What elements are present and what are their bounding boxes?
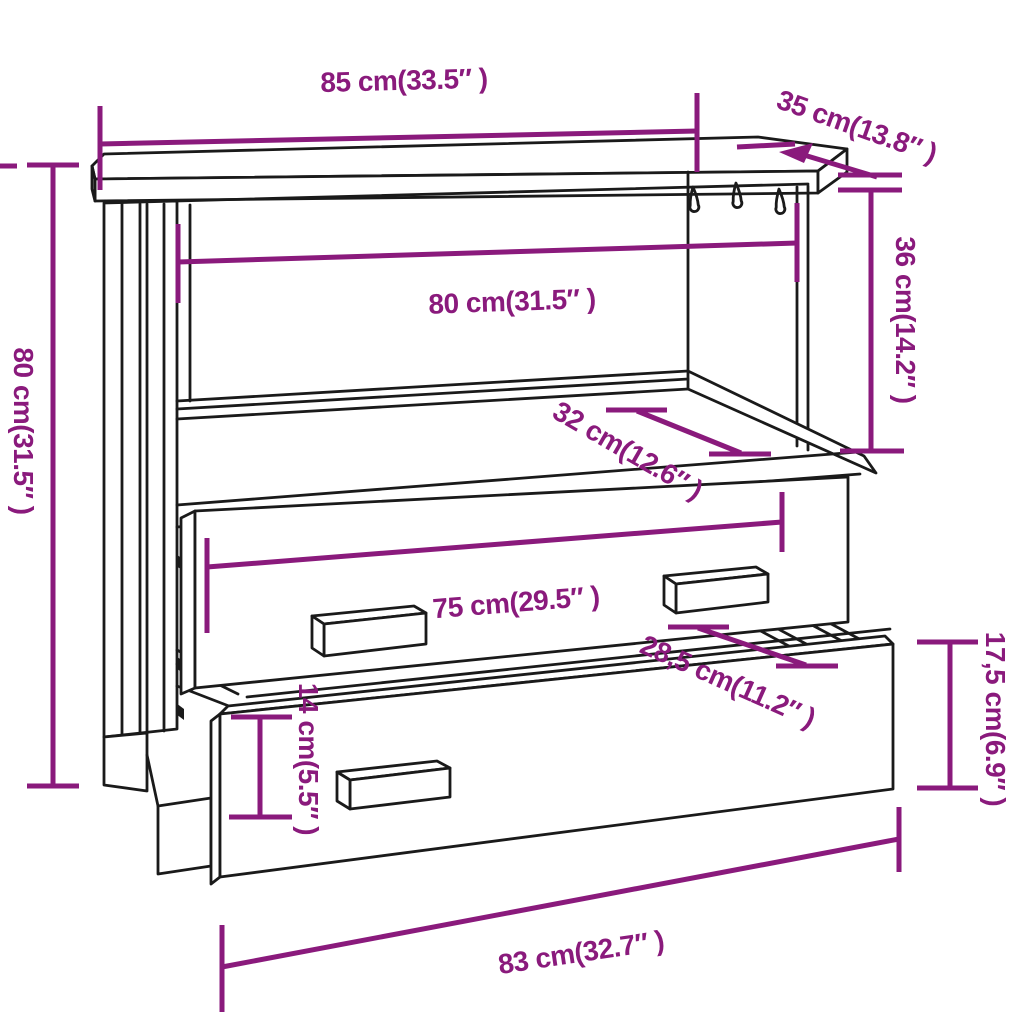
dimension-top-width: 85 cm(33.5″ ) <box>0 63 700 190</box>
dim-label-lower-drawer-front-height: 17,5 cm(6.9″ ) <box>980 632 1011 807</box>
lower-drawer-handle <box>335 759 452 811</box>
dimension-inner-width: 80 cm(31.5″ ) <box>175 203 800 320</box>
dimension-annotations: 85 cm(33.5″ ) 35 cm(13.8″ ) 80 cm(31.5″ … <box>0 63 1011 1012</box>
dim-label-upper-compartment-height: 36 cm(14.2″ ) <box>890 236 921 403</box>
top-panel <box>90 135 849 203</box>
dim-label-top-width: 85 cm(33.5″ ) <box>320 63 488 98</box>
dimension-upper-compartment-height: 36 cm(14.2″ ) <box>840 190 921 454</box>
dimension-lower-drawer-front-height: 17,5 cm(6.9″ ) <box>917 632 1011 807</box>
shelf <box>175 369 878 475</box>
cabinet-drawing <box>90 135 895 886</box>
dimension-overall-height: 80 cm(31.5″ ) <box>8 162 79 789</box>
dim-label-bottom-width: 83 cm(32.7″ ) <box>496 925 666 980</box>
upper-drawer-handle-right <box>662 565 770 615</box>
dim-label-drawer-inner-height: 14 cm(5.5″ ) <box>293 683 324 835</box>
feet <box>102 731 213 876</box>
dimension-drawer-inner-height: 14 cm(5.5″ ) <box>229 683 324 835</box>
lower-drawer <box>209 642 895 886</box>
dim-label-inner-width: 80 cm(31.5″ ) <box>428 283 596 320</box>
left-side-panel <box>102 199 179 739</box>
dim-label-overall-height: 80 cm(31.5″ ) <box>8 347 39 514</box>
keyhole-slots <box>688 181 787 215</box>
upper-drawer-handle-left <box>310 604 428 658</box>
